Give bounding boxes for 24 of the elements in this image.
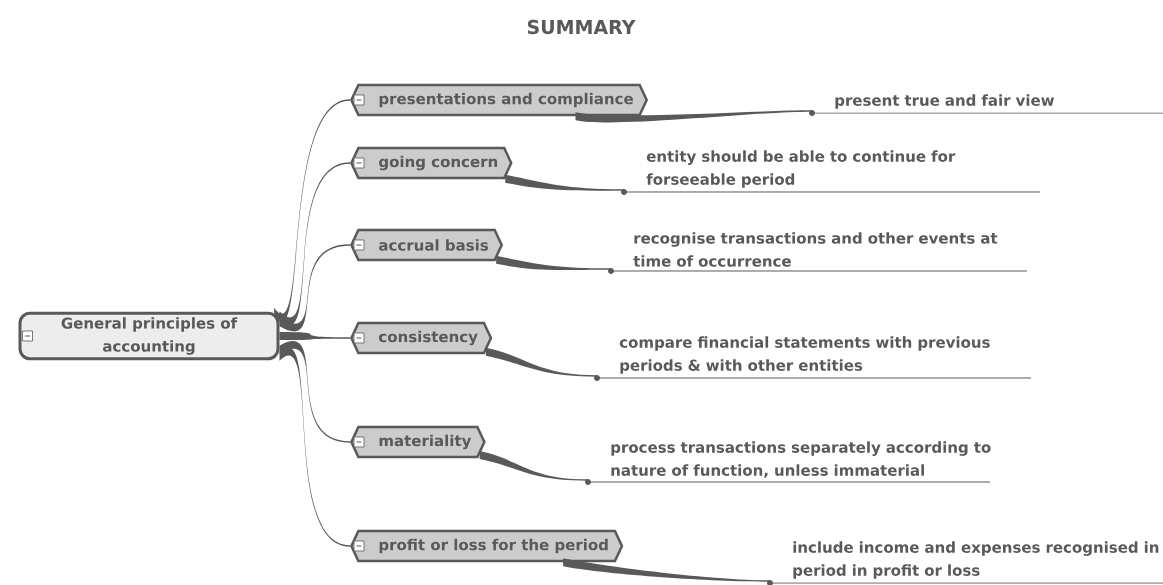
branch-connector (279, 347, 350, 547)
subtopic-text: compare financial statements with previous periods & with other entities (594, 336, 1032, 381)
branch-connector (496, 255, 611, 270)
topic-box: consistency (350, 321, 493, 355)
topic-box: accrual basis (350, 228, 504, 262)
subtopic-text: process transactions separately according to nature of function, unless immaterial (585, 441, 991, 485)
branch-connector (479, 451, 588, 481)
subtopic-text: include income and expenses recognised in period in profit or loss (767, 541, 1163, 585)
root-topic-box: General principles of accounting (18, 311, 280, 361)
branch-connector (279, 244, 350, 331)
branch-connector (485, 347, 597, 377)
topic-box: materiality (350, 425, 486, 459)
title: SUMMARY (527, 19, 636, 35)
branch-connector (279, 341, 350, 443)
branch-connector (563, 558, 770, 582)
subtopic-text: recognise transactions and other events at time of occurrence (608, 232, 1028, 274)
topic-box: going concern (350, 146, 513, 180)
topic-box: presentations and compliance (350, 83, 649, 117)
branch-connector (575, 110, 812, 123)
topic-box: profit or loss for the period (350, 529, 624, 563)
branch-connector (505, 174, 624, 191)
subtopic-text: entity should be able to continue for forseeable period (621, 150, 1041, 195)
branch-connector (279, 332, 350, 340)
subtopic-text: present true and fair view (809, 94, 1163, 116)
